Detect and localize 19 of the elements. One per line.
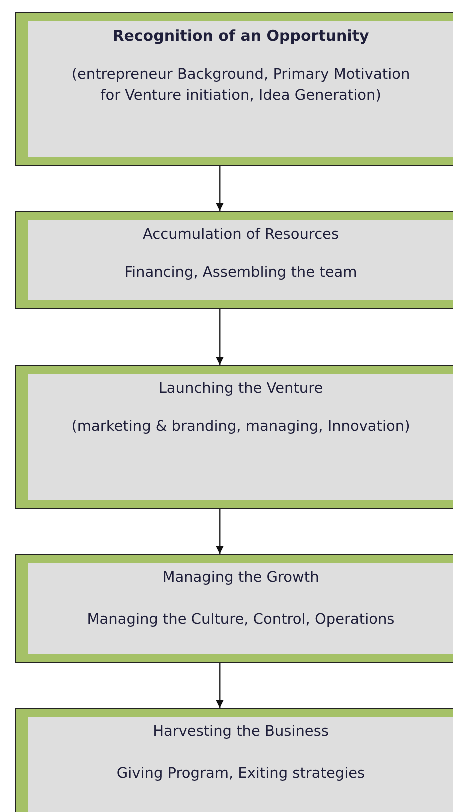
step-description: Giving Program, Exiting strategies xyxy=(116,764,366,784)
step-title: Accumulation of Resources xyxy=(142,226,340,245)
step-description: (marketing & branding, managing, Innovation) xyxy=(72,418,410,437)
arrow xyxy=(216,663,224,708)
arrow xyxy=(216,509,224,554)
step-title: Recognition of an Opportunity xyxy=(112,27,370,46)
step-description: (entrepreneur Background, Primary Motivation for Venture initiation, Idea Generation) xyxy=(70,66,412,106)
process-box xyxy=(15,365,453,509)
step-description: Financing, Assembling the team xyxy=(124,264,358,283)
step-title: Managing the Growth xyxy=(162,569,320,588)
arrow xyxy=(216,166,224,211)
process-box xyxy=(15,211,453,309)
arrow xyxy=(216,309,224,365)
step-title: Harvesting the Business xyxy=(153,723,329,742)
step-description: Managing the Culture, Control, Operations xyxy=(87,610,395,630)
process-box xyxy=(15,554,453,663)
step-title: Launching the Venture xyxy=(158,380,324,399)
process-box xyxy=(15,708,453,812)
process-box xyxy=(15,12,453,166)
